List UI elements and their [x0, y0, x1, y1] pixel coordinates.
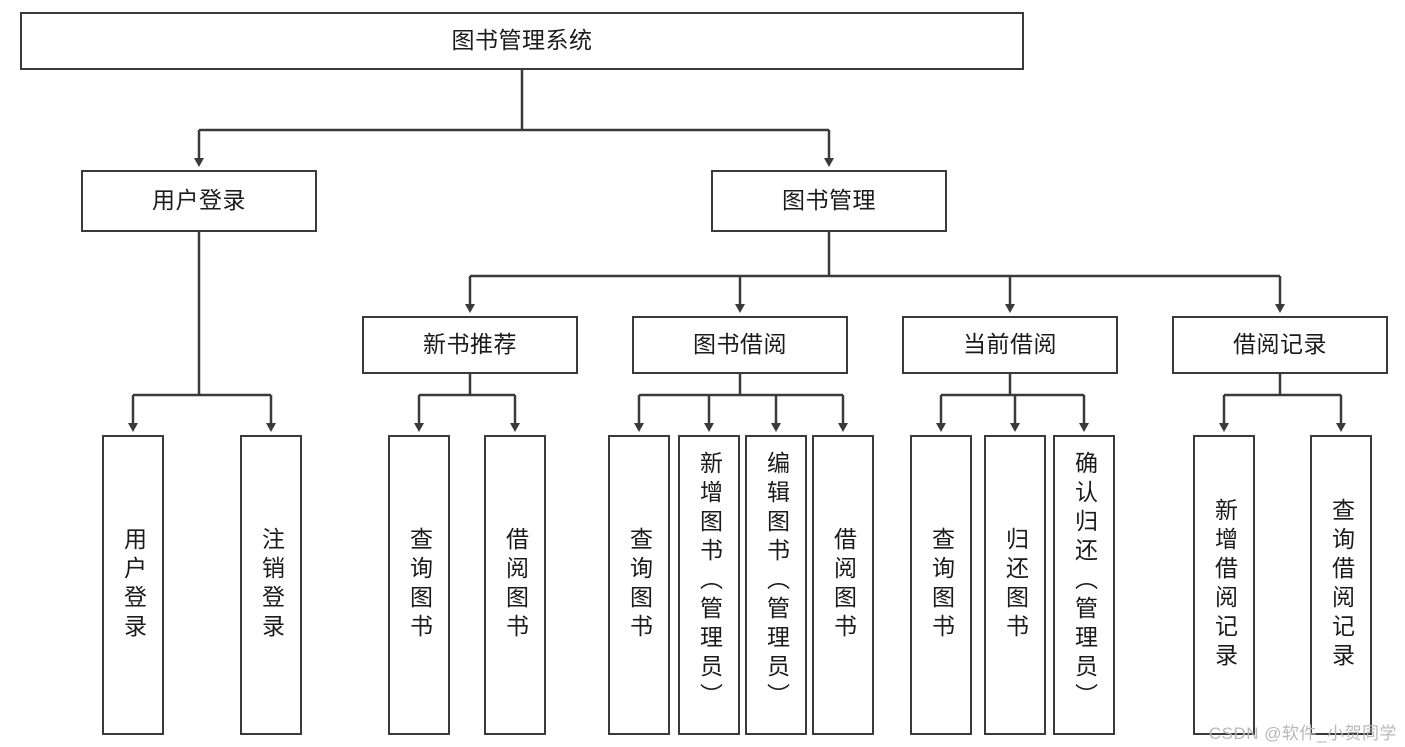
node-label: 图书管理	[782, 187, 876, 214]
node-current-borrow[interactable]: 当前借阅	[902, 316, 1118, 374]
node-label: 注销登录	[258, 527, 285, 643]
node-leaf-add-book[interactable]: 新增图书（管理员）	[678, 435, 740, 735]
node-user-login[interactable]: 用户登录	[81, 170, 317, 232]
node-leaf-borrow-book-1[interactable]: 借阅图书	[484, 435, 546, 735]
node-label: 用户登录	[120, 527, 147, 643]
node-root[interactable]: 图书管理系统	[20, 12, 1024, 70]
node-label: 查询图书	[626, 527, 653, 643]
node-label: 确认归还（管理员）	[1071, 451, 1098, 712]
node-leaf-query-book-3[interactable]: 查询图书	[910, 435, 972, 735]
node-label: 用户登录	[152, 187, 246, 214]
node-leaf-query-book-2[interactable]: 查询图书	[608, 435, 670, 735]
watermark-text: CSDN @软件_小贺同学	[1208, 724, 1397, 743]
node-leaf-edit-book[interactable]: 编辑图书（管理员）	[745, 435, 807, 735]
node-label: 新增图书（管理员）	[696, 451, 723, 712]
node-borrow-record[interactable]: 借阅记录	[1172, 316, 1388, 374]
node-leaf-logout[interactable]: 注销登录	[240, 435, 302, 735]
node-label: 归还图书	[1002, 527, 1029, 643]
node-leaf-add-record[interactable]: 新增借阅记录	[1193, 435, 1255, 735]
node-new-book-rec[interactable]: 新书推荐	[362, 316, 578, 374]
node-label: 图书借阅	[693, 331, 787, 358]
node-leaf-borrow-book-2[interactable]: 借阅图书	[812, 435, 874, 735]
node-book-manage[interactable]: 图书管理	[711, 170, 947, 232]
node-book-borrow[interactable]: 图书借阅	[632, 316, 848, 374]
node-label: 当前借阅	[963, 331, 1057, 358]
node-leaf-user-login[interactable]: 用户登录	[102, 435, 164, 735]
node-leaf-return-book[interactable]: 归还图书	[984, 435, 1046, 735]
node-leaf-query-record[interactable]: 查询借阅记录	[1310, 435, 1372, 735]
node-label: 查询图书	[406, 527, 433, 643]
node-label: 新书推荐	[423, 331, 517, 358]
node-label: 查询图书	[928, 527, 955, 643]
node-label: 新增借阅记录	[1211, 498, 1238, 672]
node-label: 查询借阅记录	[1328, 498, 1355, 672]
node-label: 借阅图书	[502, 527, 529, 643]
node-label: 编辑图书（管理员）	[763, 451, 790, 712]
node-label: 借阅图书	[830, 527, 857, 643]
node-label: 图书管理系统	[451, 27, 593, 54]
node-label: 借阅记录	[1233, 331, 1327, 358]
node-leaf-query-book-1[interactable]: 查询图书	[388, 435, 450, 735]
node-leaf-confirm-return[interactable]: 确认归还（管理员）	[1053, 435, 1115, 735]
